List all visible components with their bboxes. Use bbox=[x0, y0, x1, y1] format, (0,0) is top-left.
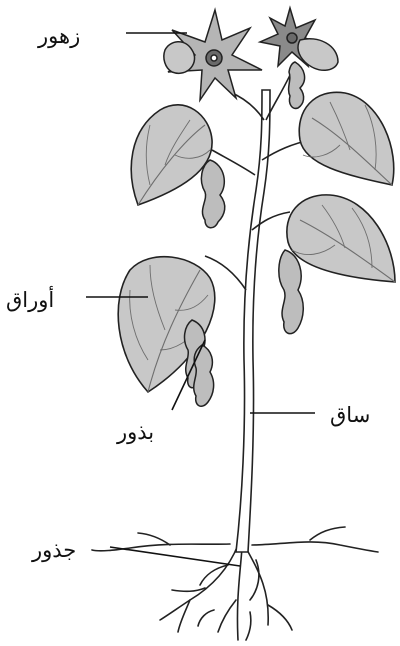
leaf-upper-right bbox=[299, 92, 394, 185]
roots-pointer bbox=[110, 547, 240, 566]
flower-right bbox=[260, 8, 338, 70]
label-seeds: بذور bbox=[117, 422, 154, 443]
flower-left bbox=[164, 10, 262, 100]
roots-icon bbox=[92, 527, 378, 640]
label-flowers: زهور bbox=[38, 26, 80, 47]
label-leaves: أوراق bbox=[6, 290, 54, 311]
leaf-upper-left bbox=[131, 105, 212, 205]
label-roots: جذور bbox=[32, 540, 76, 561]
label-stem: ساق bbox=[330, 405, 370, 426]
leaf-middle-right bbox=[287, 195, 395, 282]
flower-icon bbox=[164, 8, 338, 100]
